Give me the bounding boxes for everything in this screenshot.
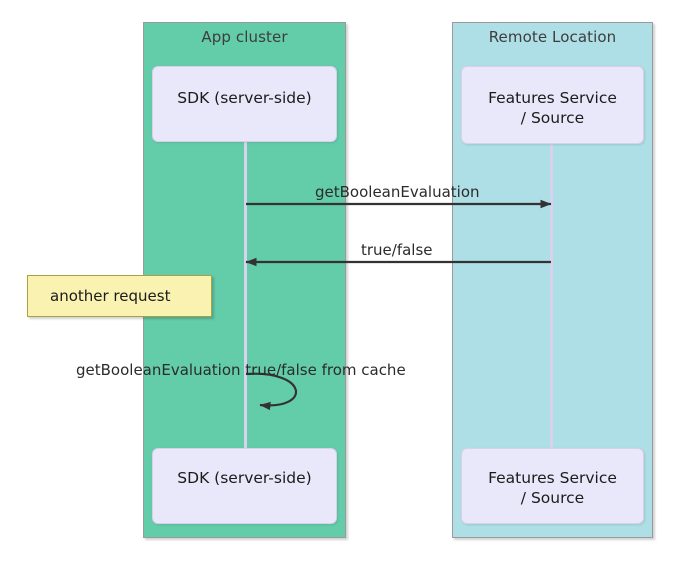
- note-another-request: another request: [27, 275, 212, 317]
- note-text: another request: [50, 287, 171, 305]
- group-title-app-cluster: App cluster: [201, 28, 288, 46]
- participant-sdk-top[interactable]: SDK (server-side): [152, 66, 337, 142]
- message-label-true-false: true/false: [361, 241, 433, 259]
- lifeline-sdk: [244, 142, 247, 448]
- message-label-get-boolean-evaluation: getBooleanEvaluation: [315, 183, 480, 201]
- message-label-cache: getBooleanEvaluation true/false from cac…: [76, 361, 406, 379]
- participant-features-service-bottom[interactable]: Features Service / Source: [461, 448, 644, 524]
- participant-features-service-top[interactable]: Features Service / Source: [461, 66, 644, 144]
- participant-label: Features Service / Source: [488, 89, 617, 127]
- lifeline-features: [550, 144, 553, 448]
- participant-label: Features Service / Source: [488, 469, 617, 507]
- participant-label: SDK (server-side): [177, 89, 312, 107]
- participant-label: SDK (server-side): [177, 469, 312, 487]
- group-title-remote-location: Remote Location: [488, 28, 617, 46]
- participant-sdk-bottom[interactable]: SDK (server-side): [152, 448, 337, 524]
